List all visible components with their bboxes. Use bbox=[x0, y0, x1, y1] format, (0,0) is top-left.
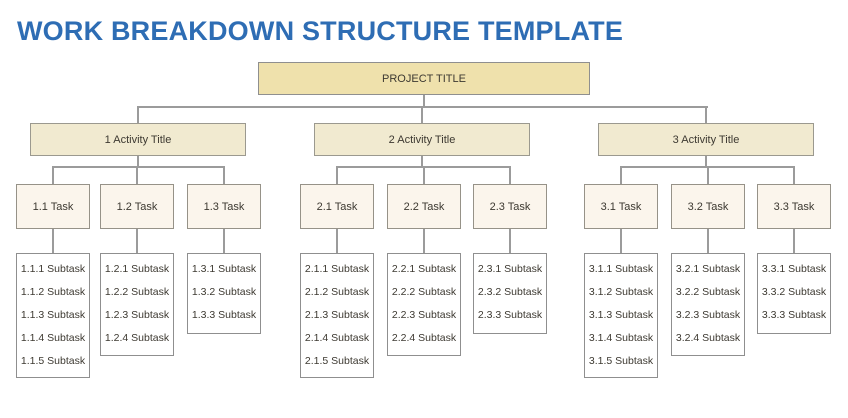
subtask-item: 2.1.4 Subtask bbox=[304, 332, 370, 344]
connector-subtasks-2-2-stub bbox=[423, 229, 425, 253]
subtask-item: 1.1.1 Subtask bbox=[20, 263, 86, 275]
subtask-item: 2.1.5 Subtask bbox=[304, 355, 370, 367]
task-label-1-3: 1.3 Task bbox=[203, 200, 245, 213]
subtask-list-3-2: 3.2.1 Subtask 3.2.2 Subtask 3.2.3 Subtas… bbox=[671, 253, 745, 356]
task-box-3-3: 3.3 Task bbox=[757, 184, 831, 229]
connector-task-2-3-stub bbox=[509, 166, 511, 184]
subtask-item: 1.3.2 Subtask bbox=[191, 286, 257, 298]
activity-box-3: 3 Activity Title bbox=[598, 123, 814, 156]
task-box-3-1: 3.1 Task bbox=[584, 184, 658, 229]
subtask-item: 1.2.1 Subtask bbox=[104, 263, 170, 275]
task-box-1-3: 1.3 Task bbox=[187, 184, 261, 229]
subtask-item: 2.3.2 Subtask bbox=[477, 286, 543, 298]
connector-activity3-stub bbox=[705, 106, 707, 123]
task-label-1-1: 1.1 Task bbox=[32, 200, 74, 213]
task-label-3-2: 3.2 Task bbox=[687, 200, 729, 213]
subtask-item: 2.2.4 Subtask bbox=[391, 332, 457, 344]
connector-task-3-3-stub bbox=[793, 166, 795, 184]
activity-label-2: 2 Activity Title bbox=[388, 133, 456, 146]
subtask-item: 2.1.2 Subtask bbox=[304, 286, 370, 298]
subtask-item: 2.3.1 Subtask bbox=[477, 263, 543, 275]
project-title-box: PROJECT TITLE bbox=[258, 62, 590, 95]
connector-task-3-2-stub bbox=[707, 166, 709, 184]
connector-subtasks-2-1-stub bbox=[336, 229, 338, 253]
subtask-item: 1.1.5 Subtask bbox=[20, 355, 86, 367]
subtask-list-3-3: 3.3.1 Subtask 3.3.2 Subtask 3.3.3 Subtas… bbox=[757, 253, 831, 334]
task-label-2-2: 2.2 Task bbox=[403, 200, 445, 213]
connector-task-1-3-stub bbox=[223, 166, 225, 184]
subtask-item: 3.2.2 Subtask bbox=[675, 286, 741, 298]
connector-task-3-1-stub bbox=[620, 166, 622, 184]
subtask-item: 1.1.3 Subtask bbox=[20, 309, 86, 321]
subtask-item: 2.3.3 Subtask bbox=[477, 309, 543, 321]
task-box-2-3: 2.3 Task bbox=[473, 184, 547, 229]
connector-g1-activity-stub bbox=[137, 156, 139, 167]
connector-task-2-2-stub bbox=[423, 166, 425, 184]
subtask-item: 3.1.2 Subtask bbox=[588, 286, 654, 298]
activity-box-2: 2 Activity Title bbox=[314, 123, 530, 156]
subtask-item: 1.1.2 Subtask bbox=[20, 286, 86, 298]
subtask-item: 2.2.3 Subtask bbox=[391, 309, 457, 321]
task-box-3-2: 3.2 Task bbox=[671, 184, 745, 229]
connector-subtasks-1-3-stub bbox=[223, 229, 225, 253]
connector-subtasks-3-1-stub bbox=[620, 229, 622, 253]
connector-g3-activity-stub bbox=[705, 156, 707, 167]
activity-box-1: 1 Activity Title bbox=[30, 123, 246, 156]
subtask-list-3-1: 3.1.1 Subtask 3.1.2 Subtask 3.1.3 Subtas… bbox=[584, 253, 658, 378]
task-box-2-2: 2.2 Task bbox=[387, 184, 461, 229]
task-box-1-2: 1.2 Task bbox=[100, 184, 174, 229]
subtask-item: 3.1.1 Subtask bbox=[588, 263, 654, 275]
subtask-item: 3.2.3 Subtask bbox=[675, 309, 741, 321]
task-box-2-1: 2.1 Task bbox=[300, 184, 374, 229]
subtask-item: 2.2.1 Subtask bbox=[391, 263, 457, 275]
task-label-3-3: 3.3 Task bbox=[773, 200, 815, 213]
connector-activity1-stub bbox=[137, 106, 139, 123]
connector-activity2-stub bbox=[421, 106, 423, 123]
subtask-list-2-3: 2.3.1 Subtask 2.3.2 Subtask 2.3.3 Subtas… bbox=[473, 253, 547, 334]
connector-subtasks-3-3-stub bbox=[793, 229, 795, 253]
task-box-1-1: 1.1 Task bbox=[16, 184, 90, 229]
subtask-item: 1.2.3 Subtask bbox=[104, 309, 170, 321]
connector-g1-hline bbox=[52, 166, 225, 168]
task-label-1-2: 1.2 Task bbox=[116, 200, 158, 213]
connector-g2-activity-stub bbox=[421, 156, 423, 167]
subtask-item: 1.2.2 Subtask bbox=[104, 286, 170, 298]
subtask-item: 3.1.5 Subtask bbox=[588, 355, 654, 367]
task-label-2-1: 2.1 Task bbox=[316, 200, 358, 213]
connector-task-1-2-stub bbox=[136, 166, 138, 184]
subtask-item: 1.3.1 Subtask bbox=[191, 263, 257, 275]
subtask-item: 3.2.4 Subtask bbox=[675, 332, 741, 344]
subtask-item: 1.3.3 Subtask bbox=[191, 309, 257, 321]
subtask-list-1-2: 1.2.1 Subtask 1.2.2 Subtask 1.2.3 Subtas… bbox=[100, 253, 174, 356]
page-title: WORK BREAKDOWN STRUCTURE TEMPLATE bbox=[17, 16, 624, 46]
subtask-item: 1.2.4 Subtask bbox=[104, 332, 170, 344]
subtask-item: 2.1.1 Subtask bbox=[304, 263, 370, 275]
connector-project-stub bbox=[423, 95, 425, 107]
subtask-list-2-2: 2.2.1 Subtask 2.2.2 Subtask 2.2.3 Subtas… bbox=[387, 253, 461, 356]
subtask-item: 3.1.3 Subtask bbox=[588, 309, 654, 321]
connector-subtasks-1-1-stub bbox=[52, 229, 54, 253]
subtask-list-1-3: 1.3.1 Subtask 1.3.2 Subtask 1.3.3 Subtas… bbox=[187, 253, 261, 334]
connector-subtasks-2-3-stub bbox=[509, 229, 511, 253]
subtask-item: 1.1.4 Subtask bbox=[20, 332, 86, 344]
subtask-list-2-1: 2.1.1 Subtask 2.1.2 Subtask 2.1.3 Subtas… bbox=[300, 253, 374, 378]
subtask-item: 2.1.3 Subtask bbox=[304, 309, 370, 321]
activity-label-3: 3 Activity Title bbox=[672, 133, 740, 146]
task-label-2-3: 2.3 Task bbox=[489, 200, 531, 213]
subtask-item: 3.3.1 Subtask bbox=[761, 263, 827, 275]
subtask-list-1-1: 1.1.1 Subtask 1.1.2 Subtask 1.1.3 Subtas… bbox=[16, 253, 90, 378]
subtask-item: 3.1.4 Subtask bbox=[588, 332, 654, 344]
subtask-item: 3.3.3 Subtask bbox=[761, 309, 827, 321]
connector-subtasks-3-2-stub bbox=[707, 229, 709, 253]
project-title-label: PROJECT TITLE bbox=[382, 72, 466, 85]
connector-subtasks-1-2-stub bbox=[136, 229, 138, 253]
task-label-3-1: 3.1 Task bbox=[600, 200, 642, 213]
subtask-item: 2.2.2 Subtask bbox=[391, 286, 457, 298]
connector-task-1-1-stub bbox=[52, 166, 54, 184]
subtask-item: 3.3.2 Subtask bbox=[761, 286, 827, 298]
subtask-item: 3.2.1 Subtask bbox=[675, 263, 741, 275]
activity-label-1: 1 Activity Title bbox=[104, 133, 172, 146]
connector-task-2-1-stub bbox=[336, 166, 338, 184]
